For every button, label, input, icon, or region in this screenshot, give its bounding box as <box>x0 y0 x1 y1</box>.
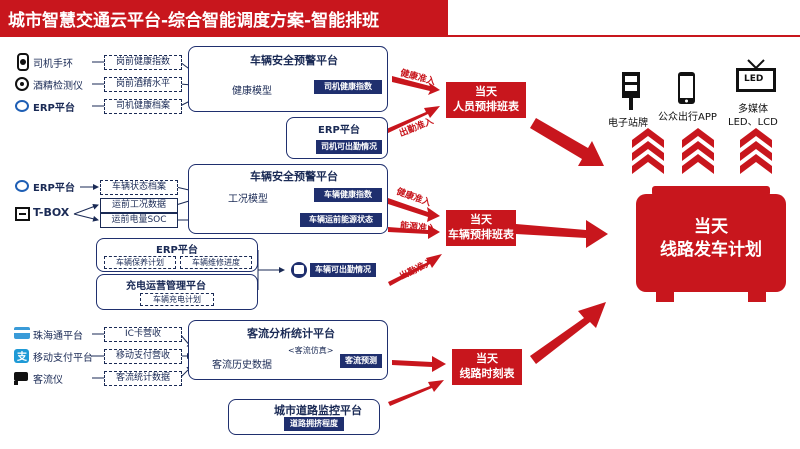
flow-simulation-label: <客流仿真> <box>288 346 334 355</box>
breathalyzer-icon <box>15 77 29 91</box>
camera-icon <box>14 372 28 385</box>
output-line: 当天 <box>694 217 728 237</box>
chevron-up-icon <box>632 154 664 174</box>
output-line: 线路发车计划 <box>660 240 762 260</box>
output-final-dispatch-plan: 当天 线路发车计划 <box>636 216 786 262</box>
platform-title: 充电运营管理平台 <box>126 281 206 292</box>
chevron-up-icon <box>740 154 772 174</box>
red-arrow <box>388 198 440 222</box>
alipay-icon: 支 <box>14 349 29 363</box>
item-repair-progress: 车辆维修进度 <box>180 256 252 269</box>
data-driver-health-file: 司机健康档案 <box>104 99 182 114</box>
red-arrow <box>392 356 446 372</box>
platform-title: 车辆安全预警平台 <box>250 170 338 183</box>
title-bar <box>0 0 448 37</box>
label-electronic-stop-sign: 电子站牌 <box>608 118 648 129</box>
platform-title: 城市道路监控平台 <box>274 404 362 417</box>
source-tbox: T-BOX <box>33 206 70 219</box>
condition-model-label: 工况模型 <box>228 194 268 205</box>
led-sign-icon <box>736 59 776 92</box>
svg-text:支: 支 <box>16 350 28 363</box>
output-vehicle-schedule: 当天 车辆预排班表 <box>446 210 516 246</box>
title-underline <box>448 35 800 37</box>
item-maintenance-plan: 车辆保养计划 <box>104 256 176 269</box>
red-arrow-thick <box>516 220 608 248</box>
red-arrow <box>388 225 440 239</box>
label-public-travel-app: 公众出行APP <box>658 112 717 123</box>
erp-logo-icon <box>15 180 29 192</box>
chevron-up-icon <box>740 128 772 148</box>
platform-title: 客流分析统计平台 <box>247 327 335 340</box>
data-health-index: 岗前健康指数 <box>104 55 182 70</box>
data-mobile-pay-income: 移动支付营收 <box>104 349 182 364</box>
platform-title: 车辆安全预警平台 <box>250 54 338 67</box>
bus-icon <box>291 262 307 278</box>
chevron-up-icon <box>682 128 714 148</box>
output-line-timetable: 当天 线路时刻表 <box>452 349 522 385</box>
output-line: 当天 <box>475 85 497 98</box>
output-line: 当天 <box>476 352 498 365</box>
wristband-icon <box>17 53 29 71</box>
data-vehicle-status-file: 车辆状态档案 <box>100 180 178 195</box>
source-driver-band: 司机手环 <box>33 59 73 70</box>
red-arrow <box>384 106 440 134</box>
tag-driver-health-index: 司机健康指数 <box>314 80 382 94</box>
source-erp-2: ERP平台 <box>33 183 75 194</box>
source-alcohol-tester: 酒精检测仪 <box>33 81 83 92</box>
label-multimedia: 多媒体 <box>738 104 768 115</box>
source-zhuhai-pass: 珠海通平台 <box>33 331 83 342</box>
red-arrow-thick <box>530 118 604 166</box>
tag-flow-forecast: 客流预测 <box>340 354 382 368</box>
chevron-up-icon <box>682 141 714 161</box>
output-line: 当天 <box>470 213 492 226</box>
card-icon <box>14 327 30 339</box>
final-plan-bus-shape <box>636 186 786 302</box>
platform-title: ERP平台 <box>156 245 198 256</box>
tag-vehicle-attendance: 车辆可出勤情况 <box>310 263 376 277</box>
data-alcohol-level: 岗前酒精水平 <box>104 77 182 92</box>
health-model-label: 健康模型 <box>232 86 272 97</box>
data-run-condition: 运前工况数据 <box>100 198 178 213</box>
smartphone-icon <box>678 72 695 104</box>
page-title: 城市智慧交通云平台-综合智能调度方案-智能排班 <box>8 11 380 31</box>
tag-vehicle-energy-status: 车辆运前能源状态 <box>300 213 382 227</box>
chevron-up-icon <box>740 141 772 161</box>
source-passenger-counter: 客流仪 <box>33 375 63 386</box>
tbox-device-icon <box>15 207 30 221</box>
output-line: 车辆预排班表 <box>448 228 514 241</box>
passenger-flow-platform <box>188 320 388 380</box>
tag-vehicle-health-index: 车辆健康指数 <box>314 188 382 202</box>
chevron-up-icon <box>632 128 664 148</box>
source-mobile-pay: 移动支付平台 <box>33 353 93 364</box>
data-ic-card-income: IC卡营收 <box>104 327 182 342</box>
output-line: 人员预排班表 <box>453 100 519 113</box>
connector-arrow <box>73 213 99 222</box>
red-arrow-thick <box>530 302 606 364</box>
output-line: 线路时刻表 <box>459 367 515 380</box>
source-erp-1: ERP平台 <box>33 103 75 114</box>
chevron-up-icon <box>632 141 664 161</box>
chevron-up-icon <box>682 154 714 174</box>
safety-warning-platform-1 <box>188 46 388 112</box>
platform-title: ERP平台 <box>318 125 360 136</box>
electronic-stop-sign-icon <box>622 72 640 110</box>
data-passenger-stats: 客流统计数据 <box>104 371 182 386</box>
tag-road-congestion: 道路拥挤程度 <box>284 417 344 431</box>
red-arrow <box>388 254 442 286</box>
red-arrow <box>392 76 440 95</box>
output-staff-schedule: 当天 人员预排班表 <box>446 82 526 118</box>
connector-arrow <box>73 203 99 215</box>
data-battery-soc: 运前电量SOC <box>100 213 178 228</box>
tag-driver-attendance: 司机可出勤情况 <box>316 140 382 154</box>
red-arrow <box>388 380 444 406</box>
erp-logo-icon <box>15 100 29 112</box>
item-charging-plan: 车辆充电计划 <box>140 293 214 306</box>
led-sign-text: LED <box>744 74 764 84</box>
label-led-lcd: LED、LCD <box>728 117 778 128</box>
flow-history-label: 客流历史数据 <box>212 360 272 371</box>
